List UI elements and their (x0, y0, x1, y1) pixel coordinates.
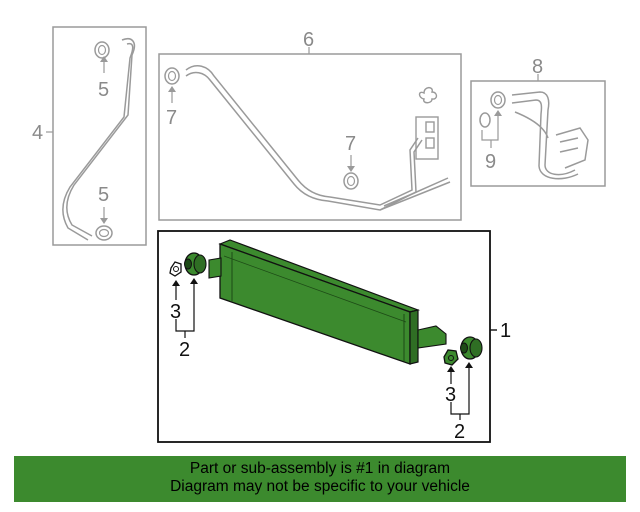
callout-4: 4 (32, 122, 43, 144)
callout-2-right: 2 (454, 421, 465, 443)
fitting (184, 252, 207, 276)
pipe-bracket (415, 86, 439, 160)
fitting (460, 336, 483, 360)
pipe-tube (185, 65, 451, 211)
callout-5-top: 5 (98, 79, 109, 101)
pipe-tube (511, 91, 589, 180)
hose-tube (62, 38, 136, 241)
clip (169, 261, 182, 277)
callout-9: 9 (485, 151, 496, 173)
seal-ring (94, 41, 110, 59)
info-banner: Part or sub-assembly is #1 in diagram Di… (14, 456, 626, 502)
seal-ring (95, 225, 113, 241)
callout-5-bottom: 5 (98, 184, 109, 206)
callout-3-left: 3 (170, 301, 181, 323)
seal-ring (343, 172, 359, 190)
box-8-pipe (470, 74, 606, 187)
seal-ring (164, 67, 180, 85)
callout-8: 8 (532, 56, 543, 78)
banner-line-1: Part or sub-assembly is #1 in diagram (189, 460, 451, 477)
callout-7-left: 7 (166, 107, 177, 129)
box-6-pipe (158, 47, 462, 221)
callout-3-right: 3 (445, 384, 456, 406)
seal-ring (479, 112, 491, 128)
oil-cooler (208, 239, 447, 365)
clip (443, 349, 459, 366)
callout-1: 1 (500, 320, 511, 342)
seal-ring (490, 91, 506, 109)
callout-7-mid: 7 (345, 133, 356, 155)
callout-6: 6 (303, 29, 314, 51)
parts-diagram: 4 5 5 6 7 7 8 9 1 3 2 3 2 (32, 26, 606, 443)
callout-2-left: 2 (179, 339, 190, 361)
box-1-cooler (157, 230, 497, 443)
banner-line-2: Diagram may not be specific to your vehi… (170, 478, 470, 495)
box-4-hose (46, 26, 147, 246)
